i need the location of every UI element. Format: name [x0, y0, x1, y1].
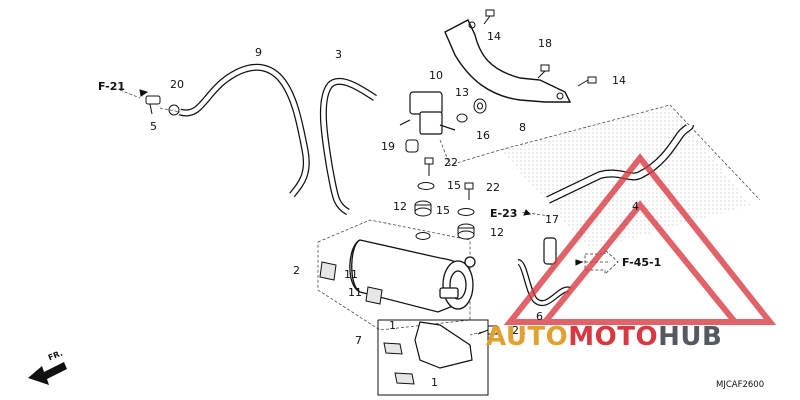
washer-15-right [457, 208, 475, 216]
part-number-22-lower: 22 [486, 181, 500, 194]
part-number-17: 17 [545, 213, 559, 226]
watermark-part-moto: MOTO [568, 322, 659, 352]
part-number-11-upper: 11 [344, 268, 358, 281]
cap-19 [405, 139, 419, 153]
part-number-16: 16 [476, 129, 490, 142]
pad-1-lower [394, 372, 415, 385]
ref-arrows [139, 89, 584, 266]
part-number-4: 4 [632, 200, 639, 213]
watermark-part-auto: AUTO [486, 322, 569, 352]
ref-label-f45-1: F-45-1 [622, 256, 662, 269]
washer-15-left [417, 182, 435, 190]
front-direction-arrow [28, 362, 67, 385]
washer-left-lower [415, 232, 431, 240]
diagram-code: MJCAF2600 [716, 380, 765, 390]
part-number-6: 6 [536, 310, 543, 323]
part-number-10: 10 [429, 69, 443, 82]
bolt-14-right [577, 76, 597, 87]
bolt-22-lower [464, 182, 474, 200]
part-number-18: 18 [538, 37, 552, 50]
clamp-17 [543, 237, 557, 265]
part-number-12-left: 12 [393, 200, 407, 213]
part-number-21: 21 [512, 324, 526, 337]
grommet-16 [473, 98, 487, 114]
ref-label-f21: F-21 [98, 80, 126, 93]
part-number-3: 3 [335, 48, 342, 61]
part-number-7: 7 [355, 334, 362, 347]
part-number-12-right: 12 [490, 226, 504, 239]
part-number-19: 19 [381, 140, 395, 153]
pad-11-left [319, 261, 337, 281]
part-number-15-left: 15 [447, 179, 461, 192]
part-number-1-lower: 1 [431, 376, 438, 389]
rubber-12-left [414, 200, 432, 217]
part-number-9: 9 [255, 46, 262, 59]
bolt-14-top [483, 9, 495, 25]
part-number-1-upper: 1 [389, 319, 396, 332]
bolt-18 [537, 64, 550, 79]
bracket-7-group [377, 319, 489, 396]
ref-label-e23: E-23 [490, 207, 518, 220]
part-number-14-right: 14 [612, 74, 626, 87]
part-number-2: 2 [293, 264, 300, 277]
bracket-7 [414, 321, 473, 369]
purge-valve-10 [399, 91, 456, 135]
bolt-22-upper [424, 157, 434, 176]
watermark-part-hub: HUB [658, 322, 723, 352]
part-number-11-lower: 11 [348, 286, 362, 299]
pad-11-right [365, 286, 383, 305]
part-number-8: 8 [519, 121, 526, 134]
watermark-text: AUTOMOTOHUB [486, 322, 722, 352]
part-number-5: 5 [150, 120, 157, 133]
clip-20 [168, 104, 180, 116]
pad-1-upper [383, 342, 403, 355]
collar-13 [456, 113, 468, 123]
part-number-14-top: 14 [487, 30, 501, 43]
bracket-8 [444, 19, 572, 103]
fitting-5 [145, 95, 161, 115]
hose-3 [319, 77, 377, 216]
watermark-logo [503, 153, 777, 325]
part-number-22-upper: 22 [444, 156, 458, 169]
rubber-12-right [457, 223, 475, 240]
part-number-15-right: 15 [436, 204, 450, 217]
part-number-13: 13 [455, 86, 469, 99]
part-number-20: 20 [170, 78, 184, 91]
